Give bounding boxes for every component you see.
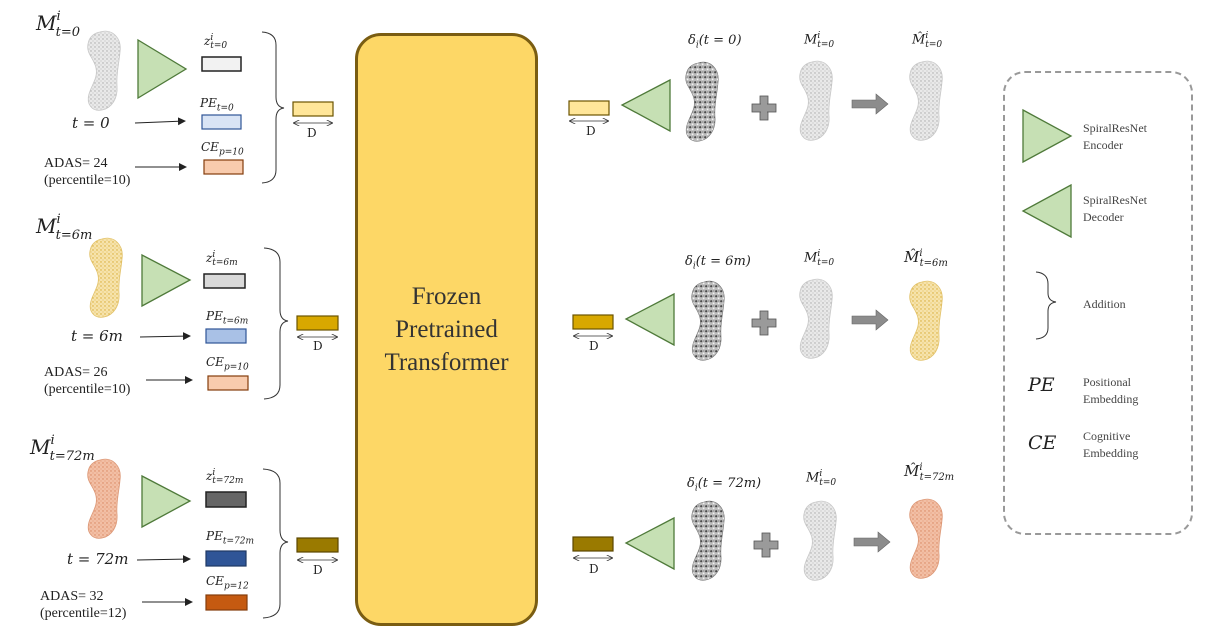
displacement-map-row-3 — [691, 500, 725, 581]
encoder-triangle-row-2 — [141, 253, 192, 308]
output-label-row-2: M̂it=6m — [904, 248, 948, 269]
dim-label-left-row-2: D — [313, 339, 323, 353]
legend-encoder-triangle-icon — [1022, 108, 1073, 164]
input-mesh-row-3 — [87, 458, 121, 539]
legend-box — [1003, 71, 1193, 535]
t-arrow-row-1 — [134, 117, 186, 126]
base-mesh-row-1 — [799, 60, 833, 141]
ce-label-row-2: CEp=10 — [206, 355, 249, 373]
input-mesh-row-1 — [87, 30, 121, 111]
dim-label-right-row-2: D — [589, 339, 599, 353]
right-arrow-icon-row-1 — [851, 93, 889, 115]
transformer-line-3: Transformer — [384, 349, 509, 376]
base-mesh-row-3 — [803, 500, 837, 581]
legend-ce-symbol: CE — [1028, 432, 1057, 454]
z-label-row-1: zit=0 — [204, 33, 228, 52]
delta-label-row-2: δi(t = 6m) — [685, 254, 751, 272]
ce-label-row-1: CEp=10 — [201, 140, 244, 158]
ce-token-row-2 — [207, 375, 249, 391]
z-token-row-3 — [205, 491, 247, 508]
z-label-row-3: zit=72m — [206, 468, 244, 487]
transformer-line-1: Frozen — [411, 283, 482, 310]
pe-token-row-3 — [205, 550, 247, 567]
displacement-map-row-2 — [691, 280, 725, 361]
dim-label-right-row-1: D — [586, 124, 596, 138]
right-arrow-icon-row-2 — [851, 309, 889, 331]
brace-row-2 — [263, 247, 289, 400]
delta-label-row-3: δi(t = 72m) — [687, 476, 762, 494]
base-label-row-3: Mit=0 — [806, 469, 837, 488]
encoder-triangle-row-1 — [137, 38, 188, 100]
displacement-map-row-1 — [685, 61, 719, 142]
combined-token-row-3 — [296, 537, 339, 553]
output-mesh-row-3 — [909, 498, 943, 579]
adas-label-row-1: ADAS= 24(percentile=10) — [44, 156, 131, 188]
transformer-line-2: Pretrained — [395, 316, 498, 343]
input-mesh-label-row-1: Mit=0 — [36, 9, 81, 40]
ce-token-row-1 — [203, 159, 244, 175]
time-label-row-1: t = 0 — [72, 114, 110, 132]
legend-addition-label: Addition — [1083, 297, 1126, 311]
output-mesh-row-1 — [909, 60, 943, 141]
base-label-row-1: Mit=0 — [804, 31, 835, 50]
t-arrow-row-2 — [139, 332, 191, 341]
dim-label-right-row-3: D — [589, 562, 599, 576]
input-mesh-label-row-3: Mit=72m — [30, 433, 95, 464]
ce-token-row-3 — [205, 594, 248, 611]
brace-row-3 — [262, 468, 289, 619]
input-mesh-row-2 — [89, 237, 123, 318]
pe-label-row-1: PEt=0 — [200, 96, 234, 114]
legend-decoder-triangle-icon — [1021, 183, 1072, 239]
plus-icon-row-2 — [751, 310, 777, 336]
adas-label-row-2: ADAS= 26(percentile=10) — [44, 365, 131, 397]
pe-label-row-2: PEt=6m — [206, 309, 249, 327]
output-token-row-1 — [568, 100, 610, 116]
brace-row-1 — [261, 31, 285, 184]
base-mesh-row-2 — [799, 278, 833, 359]
output-label-row-3: M̂it=72m — [904, 462, 955, 483]
pe-token-row-2 — [205, 328, 247, 344]
input-mesh-label-row-2: Mit=6m — [36, 212, 93, 243]
combined-token-row-2 — [296, 315, 339, 331]
legend-pe-symbol: PE — [1028, 374, 1055, 396]
z-label-row-2: zit=6m — [206, 250, 238, 269]
t-arrow-row-3 — [136, 555, 191, 564]
decoder-triangle-row-2 — [624, 292, 675, 347]
output-token-row-2 — [572, 314, 614, 330]
time-label-row-3: t = 72m — [67, 550, 129, 568]
base-label-row-2: Mit=0 — [804, 249, 835, 268]
right-arrow-icon-row-3 — [853, 531, 891, 553]
pe-label-row-3: PEt=72m — [206, 529, 254, 547]
plus-icon-row-3 — [753, 532, 779, 558]
plus-icon-row-1 — [751, 95, 777, 121]
output-label-row-1: M̂it=0 — [912, 31, 943, 50]
dim-label-left-row-1: D — [307, 126, 317, 140]
z-token-row-1 — [201, 56, 242, 72]
adas-label-row-3: ADAS= 32(percentile=12) — [40, 589, 127, 621]
combined-token-row-1 — [292, 101, 334, 117]
decoder-triangle-row-1 — [620, 78, 671, 133]
output-mesh-row-2 — [909, 280, 943, 361]
decoder-triangle-row-3 — [624, 516, 675, 571]
legend-brace-icon — [1035, 271, 1057, 340]
ce-label-row-3: CEp=12 — [206, 574, 249, 592]
encoder-triangle-row-3 — [141, 474, 192, 529]
output-token-row-3 — [572, 536, 614, 552]
z-token-row-2 — [203, 273, 246, 289]
dim-label-left-row-3: D — [313, 563, 323, 577]
time-label-row-2: t = 6m — [71, 327, 123, 345]
pe-token-row-1 — [201, 114, 242, 130]
delta-label-row-1: δi(t = 0) — [688, 33, 742, 51]
